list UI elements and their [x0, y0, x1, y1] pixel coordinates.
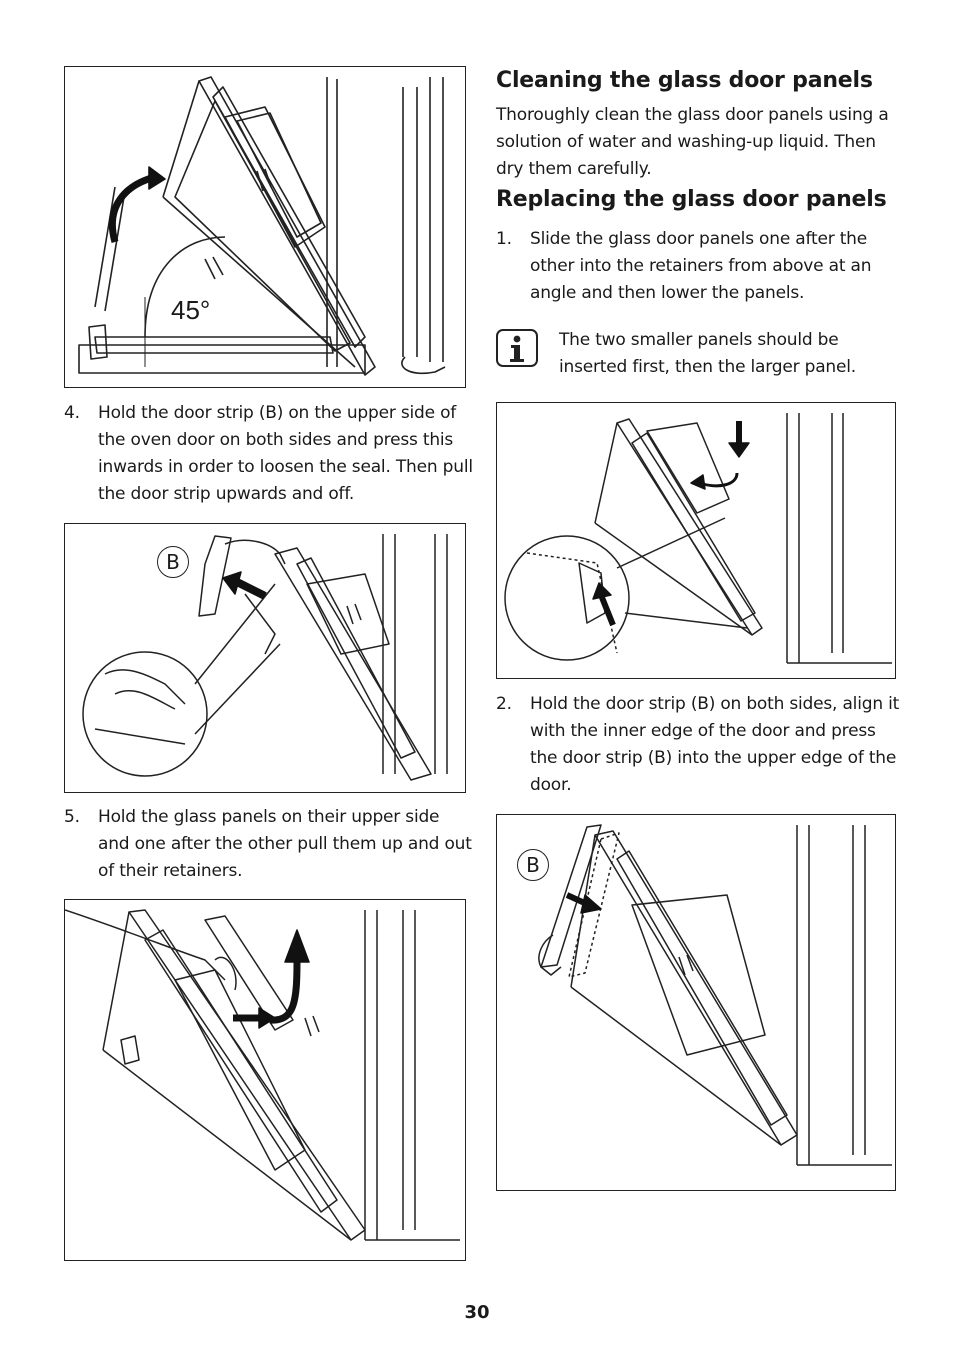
callout-b-label: B	[166, 550, 180, 574]
callout-b: B	[517, 849, 549, 881]
figure-press-door-strip: B	[496, 814, 896, 1191]
figure-lift-panels	[64, 899, 466, 1261]
step-number: 1.	[496, 229, 512, 249]
step-number: 5.	[64, 807, 80, 827]
step-4: 4. Hold the door strip (B) on the upper …	[64, 400, 474, 510]
step-text: Slide the glass door panels one after th…	[530, 229, 872, 303]
step-number: 2.	[496, 694, 512, 714]
info-note: The two smaller panels should be inserte…	[559, 330, 856, 377]
figure-door-45-degrees: 45°	[64, 66, 466, 388]
step-number: 4.	[64, 403, 80, 423]
remove-strip-illustration	[82, 534, 448, 781]
step-5: 5. Hold the glass panels on their upper …	[64, 804, 474, 886]
replacing-step-2: 2. Hold the door strip (B) on both sides…	[496, 691, 906, 801]
replacing-heading: Replacing the glass door panels	[496, 187, 887, 212]
figure-insert-panels	[496, 402, 896, 679]
lift-panels-illustration	[65, 909, 460, 1241]
insert-panels-illustration	[504, 413, 892, 664]
step-text: Hold the door strip (B) on the upper sid…	[98, 403, 473, 504]
info-icon	[496, 329, 538, 367]
callout-b: B	[157, 546, 189, 578]
cleaning-heading: Cleaning the glass door panels	[496, 68, 873, 93]
press-strip-illustration	[538, 824, 892, 1166]
callout-b-label: B	[526, 853, 540, 877]
replacing-step-1: 1. Slide the glass door panels one after…	[496, 226, 906, 308]
step-text: Hold the glass panels on their upper sid…	[98, 807, 472, 881]
door-45-illustration	[78, 76, 446, 376]
page-number: 30	[464, 1302, 490, 1323]
figure-remove-door-strip: B	[64, 523, 466, 793]
cleaning-body: Thoroughly clean the glass door panels u…	[496, 105, 889, 179]
step-text: Hold the door strip (B) on both sides, a…	[530, 694, 900, 795]
angle-label: 45°	[171, 295, 211, 325]
